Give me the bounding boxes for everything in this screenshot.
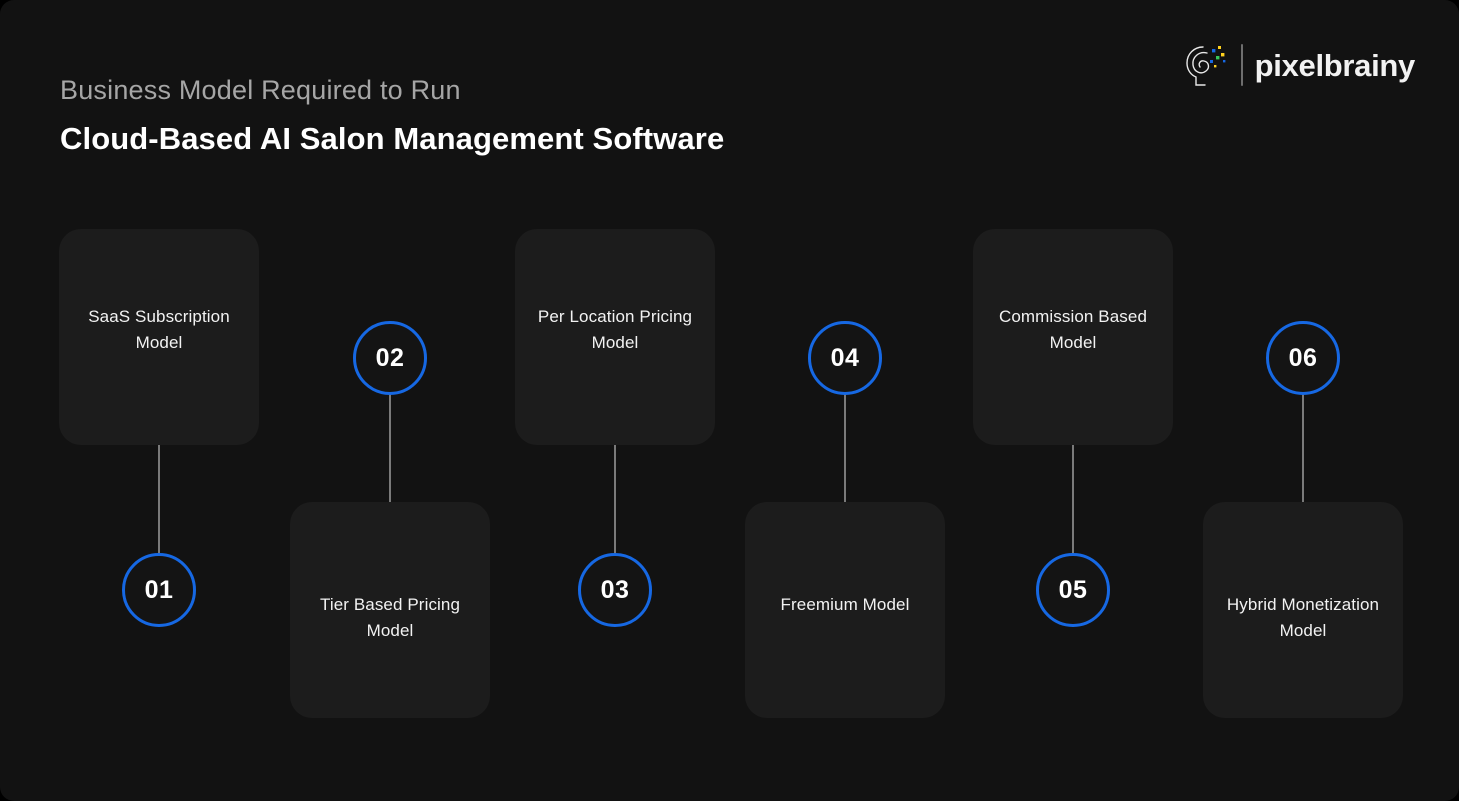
eyebrow-text: Business Model Required to Run (60, 75, 461, 105)
badge-01[interactable]: 01 (122, 553, 196, 627)
timeline-item-02[interactable]: Tier Based Pricing Model 02 (275, 0, 505, 801)
badge-02[interactable]: 02 (353, 321, 427, 395)
badge-number-06: 06 (1288, 343, 1318, 372)
badge-number-02: 02 (375, 343, 405, 372)
card-label-05: Commission Based Model (998, 307, 1148, 353)
timeline-item-03[interactable]: Per Location Pricing Model 03 (500, 0, 730, 801)
card-label-04: Freemium Model (780, 595, 910, 614)
card-05[interactable]: Commission Based Model (973, 229, 1173, 445)
card-02[interactable]: Tier Based Pricing Model (290, 502, 490, 718)
card-03[interactable]: Per Location Pricing Model (515, 229, 715, 445)
badge-number-05: 05 (1058, 575, 1088, 604)
brand-logo: pixelbrainy (1183, 38, 1415, 92)
header-block: Business Model Required to Run Cloud-Bas… (60, 74, 920, 159)
connector-05 (1072, 445, 1074, 553)
badge-03[interactable]: 03 (578, 553, 652, 627)
card-label-03: Per Location Pricing Model (537, 307, 693, 353)
timeline-item-01[interactable]: SaaS Subscription Model 01 (44, 0, 274, 801)
badge-04[interactable]: 04 (808, 321, 882, 395)
timeline-item-05[interactable]: Commission Based Model 05 (958, 0, 1188, 801)
badge-05[interactable]: 05 (1036, 553, 1110, 627)
timeline-item-04[interactable]: Freemium Model 04 (730, 0, 960, 801)
card-04[interactable]: Freemium Model (745, 502, 945, 718)
connector-04 (844, 393, 846, 502)
card-06[interactable]: Hybrid Monetization Model (1203, 502, 1403, 718)
card-label-02: Tier Based Pricing Model (319, 595, 461, 641)
logo-divider (1240, 44, 1243, 86)
card-label-01: SaaS Subscription Model (88, 307, 230, 353)
badge-number-03: 03 (600, 575, 630, 604)
connector-02 (389, 393, 391, 502)
badge-number-04: 04 (830, 343, 860, 372)
card-label-06: Hybrid Monetization Model (1226, 595, 1380, 641)
brand-name: pixelbrainy (1254, 47, 1416, 83)
page-title: Cloud-Based AI Salon Management Software (60, 120, 725, 156)
connector-06 (1302, 393, 1304, 502)
connector-01 (158, 445, 160, 553)
badge-06[interactable]: 06 (1266, 321, 1340, 395)
connector-03 (614, 445, 616, 553)
card-01[interactable]: SaaS Subscription Model (59, 229, 259, 445)
brain-spiral-icon (1185, 46, 1226, 86)
timeline-item-06[interactable]: Hybrid Monetization Model 06 (1188, 0, 1418, 801)
badge-number-01: 01 (144, 575, 174, 604)
